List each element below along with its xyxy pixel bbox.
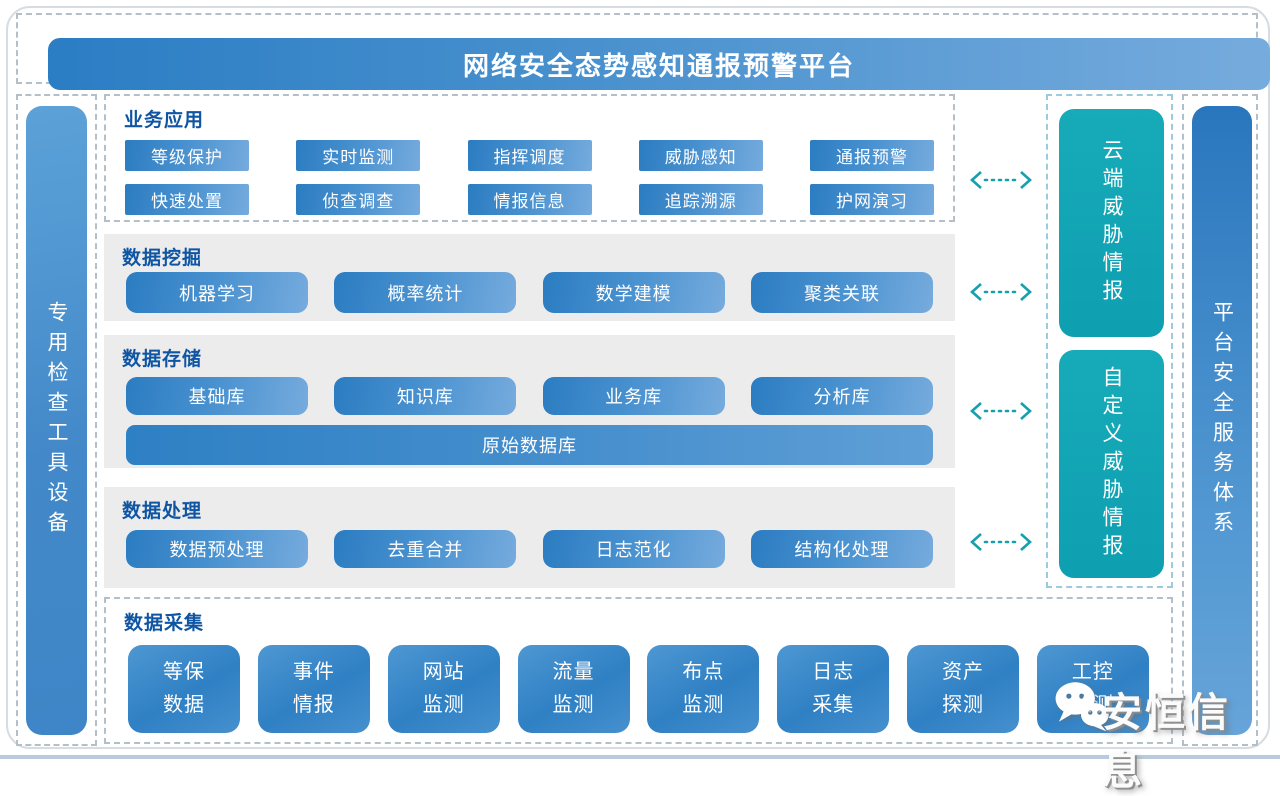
app-node: 侦查调查 (296, 184, 421, 215)
section-title: 数据采集 (124, 613, 205, 634)
cloud-threat-intel-box: 云端威胁情报 (1059, 109, 1164, 337)
right-sidebar-bar: 平台安全服务体系 (1192, 106, 1252, 735)
bidirectional-arrow-icon (970, 402, 1032, 420)
app-node: 威胁感知 (638, 140, 763, 171)
storage-node: 知识库 (334, 377, 517, 415)
custom-threat-intel-label: 自定义威胁情报 (1100, 366, 1123, 562)
mining-node: 机器学习 (126, 272, 308, 313)
section-title: 数据存储 (122, 349, 203, 370)
collection-node: 资产探测 (907, 645, 1020, 733)
business-row-1: 等级保护 实时监测 指挥调度 威胁感知 通报预警 (106, 140, 953, 171)
app-node: 快速处置 (125, 184, 249, 215)
processing-row: 数据预处理 去重合并 日志范化 结构化处理 (104, 530, 955, 568)
app-node: 通报预警 (810, 140, 934, 171)
processing-node: 日志范化 (542, 530, 725, 568)
storage-row: 基础库 知识库 业务库 分析库 (104, 377, 955, 415)
bidirectional-arrow-icon (970, 283, 1032, 301)
app-node: 情报信息 (467, 184, 592, 215)
section-data-mining: 数据挖掘 机器学习 概率统计 数学建模 聚类关联 (104, 234, 955, 321)
architecture-diagram: 网络安全态势感知通报预警平台 专用检查工具设备 平台安全服务体系 业务应用 等级… (0, 6, 1280, 793)
bidirectional-arrow-icon (970, 533, 1032, 551)
section-data-storage: 数据存储 基础库 知识库 业务库 分析库 原始数据库 (104, 335, 955, 468)
collection-node: 网站监测 (387, 645, 500, 733)
section-title: 业务应用 (124, 110, 205, 131)
processing-node: 去重合并 (334, 530, 517, 568)
business-row-2: 快速处置 侦查调查 情报信息 追踪溯源 护网演习 (106, 184, 953, 215)
platform-title: 网络安全态势感知通报预警平台 (48, 38, 1270, 90)
processing-node: 数据预处理 (126, 530, 308, 568)
processing-node: 结构化处理 (750, 530, 933, 568)
collection-node: 布点监测 (647, 645, 760, 733)
bottom-edge-strip (0, 755, 1280, 759)
title-container: 网络安全态势感知通报预警平台 (16, 13, 1270, 90)
page-border (6, 6, 1270, 749)
section-title: 数据处理 (122, 501, 203, 522)
section-business-apps: 业务应用 等级保护 实时监测 指挥调度 威胁感知 通报预警 快速处置 侦查调查 … (104, 94, 955, 222)
collection-node: 等保数据 (128, 645, 240, 733)
threat-intel-container: 云端威胁情报 自定义威胁情报 (1046, 94, 1173, 588)
bidirectional-arrow-icon (970, 171, 1032, 189)
collection-node: 日志采集 (777, 645, 890, 733)
collection-node: 流量监测 (517, 645, 630, 733)
app-node: 指挥调度 (467, 140, 592, 171)
custom-threat-intel-box: 自定义威胁情报 (1059, 350, 1164, 578)
right-sidebar-label: 平台安全服务体系 (1210, 300, 1234, 541)
raw-database-bar: 原始数据库 (126, 425, 933, 465)
storage-node: 业务库 (542, 377, 725, 415)
left-sidebar-bar: 专用检查工具设备 (26, 106, 87, 735)
collection-node: 工控监测 (1036, 645, 1149, 733)
mining-node: 数学建模 (542, 272, 725, 313)
collection-row: 等保数据 事件情报 网站监测 流量监测 布点监测 日志采集 资产探测 工控监测 (106, 645, 1171, 733)
storage-node: 基础库 (126, 377, 308, 415)
app-node: 追踪溯源 (638, 184, 763, 215)
storage-node: 分析库 (750, 377, 933, 415)
mining-node: 概率统计 (334, 272, 517, 313)
section-data-collection: 数据采集 等保数据 事件情报 网站监测 流量监测 布点监测 日志采集 资产探测 … (104, 597, 1173, 744)
app-node: 等级保护 (125, 140, 249, 171)
section-title: 数据挖掘 (122, 248, 203, 269)
mining-row: 机器学习 概率统计 数学建模 聚类关联 (104, 272, 955, 313)
collection-node: 事件情报 (257, 645, 370, 733)
mining-node: 聚类关联 (750, 272, 933, 313)
cloud-threat-intel-label: 云端威胁情报 (1100, 139, 1123, 307)
app-node: 护网演习 (810, 184, 934, 215)
left-sidebar-label: 专用检查工具设备 (45, 300, 68, 541)
app-node: 实时监测 (296, 140, 421, 171)
section-data-processing: 数据处理 数据预处理 去重合并 日志范化 结构化处理 (104, 487, 955, 588)
